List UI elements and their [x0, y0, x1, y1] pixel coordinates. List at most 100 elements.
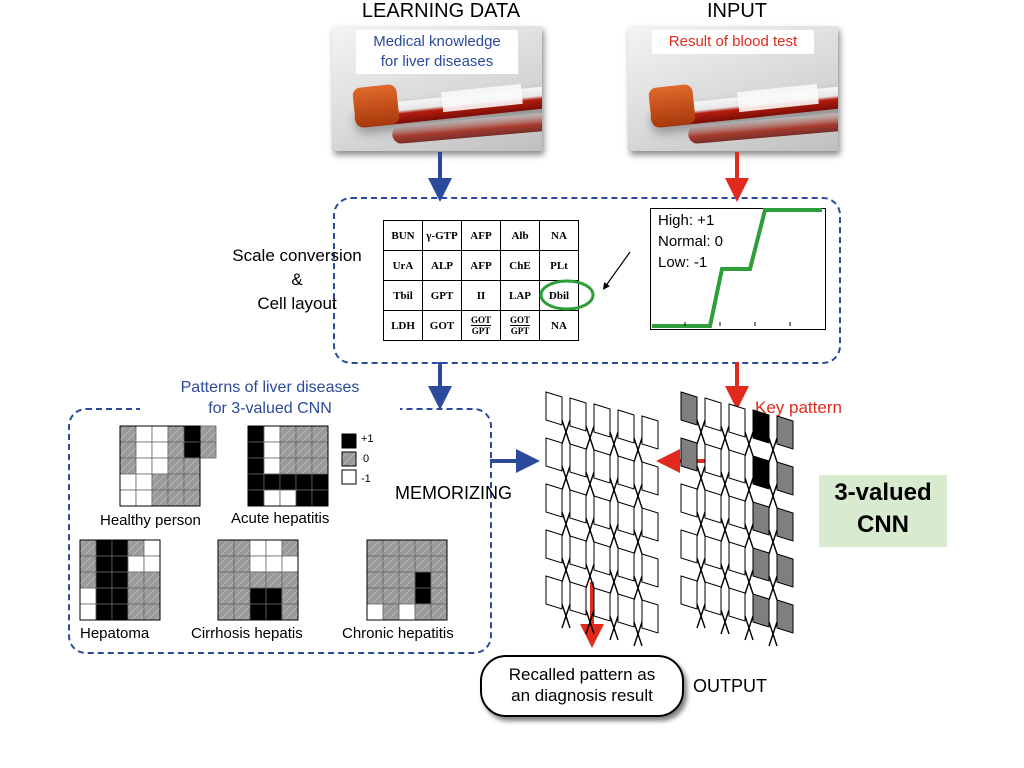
cnn-memory-link: [609, 615, 619, 641]
cnn-memory-cell: [641, 507, 659, 542]
pattern-label-hepatoma: Hepatoma: [80, 625, 150, 642]
cnn-key-link: [744, 477, 754, 503]
cnn-key-cell: [728, 541, 746, 576]
cnn-memory-link: [561, 603, 571, 629]
cnn-memory-link: [633, 483, 643, 509]
cnn-key-cell: [680, 529, 698, 564]
pattern-legend-zero: 0: [363, 453, 370, 465]
cnn-key-link: [768, 483, 778, 509]
cnn-memory-link: [609, 569, 619, 595]
cnn-key-link: [744, 523, 754, 549]
cnn-key-link: [768, 529, 778, 555]
cnn-key-link: [696, 557, 706, 583]
scale-conversion-label: Scale conversion & Cell layout: [222, 244, 372, 316]
cnn-key-cell: [704, 397, 722, 432]
cnn-memory-cell: [593, 449, 611, 484]
cnn-memory-link: [609, 477, 619, 503]
cell-item: NA: [539, 220, 579, 251]
cnn-memory-link: [585, 517, 595, 543]
cnn-memory-link: [609, 523, 619, 549]
scale-conversion-box: [333, 197, 841, 364]
cnn-key-cell: [680, 483, 698, 518]
cnn-key-link: [696, 419, 706, 445]
cnn-memory-link: [561, 465, 571, 491]
cnn-key-cell: [776, 461, 794, 496]
cnn-memory-cell: [545, 529, 563, 564]
cnn-key-cell: [704, 443, 722, 478]
cnn-key-link: [696, 603, 706, 629]
cnn-memory-link: [633, 621, 643, 647]
cnn-memory-link: [585, 609, 595, 635]
cnn-key-link: [744, 477, 754, 503]
cnn-memory-link: [561, 511, 571, 537]
cnn-key-cell: [752, 547, 770, 582]
cell-item: NA: [539, 310, 579, 341]
cnn-memory-link: [633, 437, 643, 463]
cell-item: II: [461, 280, 501, 311]
pattern-label-acute: Acute hepatitis: [231, 510, 330, 527]
pattern-label-chronic: Chronic hepatitis: [342, 625, 454, 642]
cnn-memory-link: [585, 471, 595, 497]
cnn-key-link: [768, 575, 778, 601]
cell-item: LDH: [383, 310, 423, 341]
cnn-memory-link: [585, 609, 595, 635]
cnn-memory-link: [561, 603, 571, 629]
cnn-key-cell: [704, 535, 722, 570]
cell-item: GPT: [422, 280, 462, 311]
cnn-key-link: [744, 523, 754, 549]
cnn-key-link: [720, 517, 730, 543]
cnn-memory-cell: [569, 443, 587, 478]
cnn-key-cell: [752, 501, 770, 536]
input-tag: Result of blood test: [652, 30, 814, 54]
cnn-memory-cell: [545, 483, 563, 518]
cnn-key-cell: [752, 455, 770, 490]
cnn-memory-link: [561, 557, 571, 583]
cnn-memory-link: [609, 431, 619, 457]
cnn-key-link: [696, 603, 706, 629]
cnn-memory-link: [561, 419, 571, 445]
cnn-memory-cell: [617, 501, 635, 536]
cnn-memory-link: [585, 517, 595, 543]
cnn-key-link: [744, 431, 754, 457]
cnn-key-cell: [728, 449, 746, 484]
cell-item: GOT: [422, 310, 462, 341]
cnn-key-link: [720, 471, 730, 497]
input-image: Result of blood test: [628, 26, 838, 151]
output-box: Recalled pattern as an diagnosis result: [480, 655, 684, 717]
cnn-memory-cell: [641, 553, 659, 588]
cnn-key-link: [720, 517, 730, 543]
pattern-label-healthy: Healthy person: [100, 512, 201, 529]
cnn-key-link: [720, 563, 730, 589]
cnn-key-cell: [680, 575, 698, 610]
cell-item: γ-GTP: [422, 220, 462, 251]
cnn-key-link: [720, 425, 730, 451]
cnn-memory-link: [585, 425, 595, 451]
cnn-key-cell: [704, 581, 722, 616]
pattern-legend-plus: +1: [361, 433, 374, 445]
cnn-memory-link: [633, 529, 643, 555]
cell-item: Tbil: [383, 280, 423, 311]
pattern-label-cirrhosis: Cirrhosis hepatis: [191, 625, 303, 642]
cnn-memory-link: [633, 529, 643, 555]
cell-item: AFP: [461, 250, 501, 281]
cnn-key-link: [744, 615, 754, 641]
cnn-key-link: [720, 563, 730, 589]
cnn-key-cell: [728, 587, 746, 622]
cnn-key-cell: [776, 415, 794, 450]
cnn-memory-cell: [569, 489, 587, 524]
cnn-memory-cell: [617, 547, 635, 582]
key-pattern-label: Key pattern: [755, 398, 842, 417]
cell-item: LAP: [500, 280, 540, 311]
cnn-key-cell: [680, 391, 698, 426]
cell-item: Alb: [500, 220, 540, 251]
cnn-memory-link: [633, 575, 643, 601]
cnn-memory-cell: [593, 495, 611, 530]
cnn-key-cell: [728, 495, 746, 530]
cnn-key-link: [696, 465, 706, 491]
cnn-key-link: [768, 621, 778, 647]
output-line1: Recalled pattern as: [508, 665, 656, 684]
cnn-memory-link: [633, 621, 643, 647]
cell-item: ALP: [422, 250, 462, 281]
